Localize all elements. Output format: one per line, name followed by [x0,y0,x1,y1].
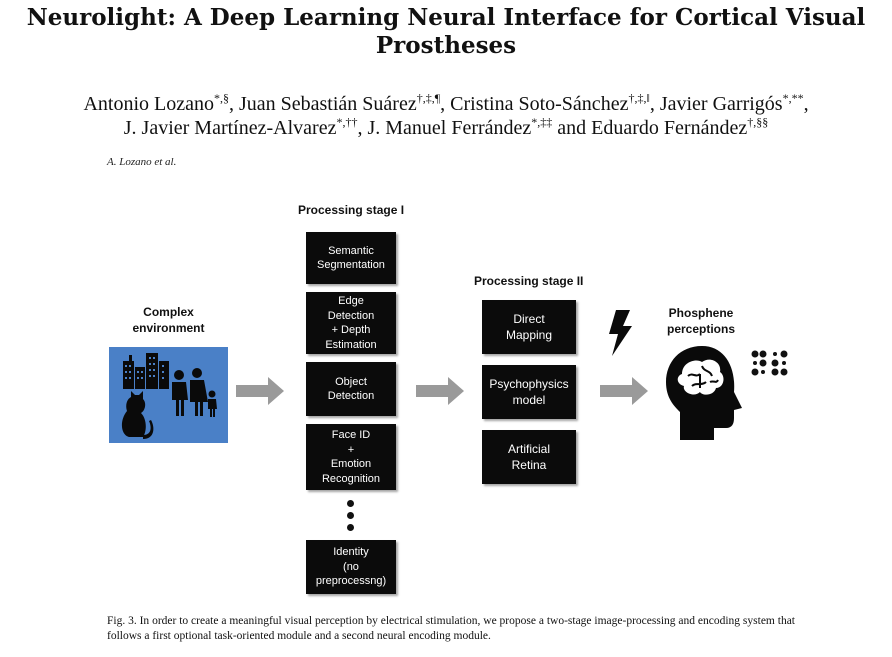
paper-title: Neurolight: A Deep Learning Neural Inter… [26,4,866,59]
author-name: Antonio Lozano [83,93,214,115]
author-name: J. Manuel Ferrández [367,117,532,139]
arrow-icon [236,377,284,405]
figure-caption: Fig. 3. In order to create a meaningful … [107,615,795,642]
author-affiliation-mark: *,** [782,91,804,105]
environment-image [109,347,228,443]
stage1-box-face-emotion: Face ID + Emotion Recognition [306,424,396,490]
author-line-1: Antonio Lozano*,§, Juan Sebastián Suárez… [0,92,892,116]
family-icon [172,368,217,417]
stage1-box-edge-depth: Edge Detection + Depth Estimation [306,292,396,354]
author-affiliation-mark: †,‡,¶ [416,91,441,105]
arrow-icon [416,377,464,405]
author-separator: , [357,117,368,139]
author-separator: , [228,93,239,115]
stage2-box-direct-mapping: Direct Mapping [482,300,576,354]
stage2-box-psychophysics: Psychophysics model [482,365,576,419]
head-brain-icon [666,346,742,440]
author-separator: , [803,93,809,115]
stage1-title: Processing stage I [298,203,405,217]
author-separator: , [649,93,660,115]
arrow-icon [600,377,648,405]
author-list: Antonio Lozano*,§, Juan Sebastián Suárez… [0,92,892,140]
stage1-box-object-detection: Object Detection [306,362,396,416]
stage1-box-semantic-segmentation: Semantic Segmentation [306,232,396,284]
author-affiliation-mark: †,§§ [747,115,769,129]
author-name: Eduardo Fernández [591,117,748,139]
stage2-title: Processing stage II [474,274,584,288]
author-affiliation-mark: †,‡,‖ [628,91,650,105]
stage1-box-identity: Identity (no preprocessng) [306,540,396,594]
author-affiliation-mark: *,‡‡ [531,115,553,129]
author-name: Juan Sebastián Suárez [238,93,417,115]
author-separator: and [552,117,592,139]
environment-label: Complex environment [132,305,205,335]
lightning-icon [609,310,632,356]
stage2-box-artificial-retina: Artificial Retina [482,430,576,484]
city-icon [121,353,217,439]
phosphene-dots-icon [751,350,788,376]
author-separator: , [440,93,451,115]
running-head: A. Lozano et al. [107,156,177,168]
author-name: Javier Garrigós [659,93,783,115]
author-name: J. Javier Martínez-Alvarez [123,117,337,139]
cat-icon [121,391,154,439]
author-line-2: J. Javier Martínez-Alvarez*,††, J. Manue… [0,116,892,140]
phosphene-label: Phosphene perceptions [666,306,735,336]
author-name: Cristina Soto-Sánchez [450,93,629,115]
author-affiliation-mark: *,†† [336,115,358,129]
author-affiliation-mark: *,§ [213,91,229,105]
